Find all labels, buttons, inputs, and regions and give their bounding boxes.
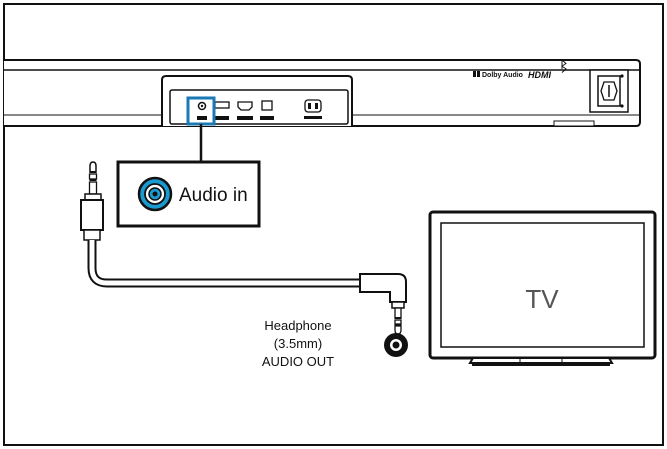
tv-label: TV [525,284,559,314]
tv-screen [440,222,645,348]
headphone-label-line1: Headphone [264,318,331,333]
left-plug [80,161,104,241]
soundbar-foot [553,120,595,127]
headphone-label: Headphone (3.5mm) AUDIO OUT [262,318,334,369]
audio-in-callout: Audio in [116,160,261,228]
audio-in-label: Audio in [179,185,248,206]
aux-cable [80,161,407,335]
bluetooth-icon [561,59,567,73]
optical-port [260,100,274,120]
soundbar: Dolby Audio HDMI [4,59,641,127]
headphone-label-line3: AUDIO OUT [262,354,334,369]
hdmi-port [237,101,253,120]
wall-bracket [589,69,629,113]
aux-port [197,101,207,120]
headphone-label-line2: (3.5mm) [274,336,322,351]
headphone-port [384,333,408,357]
dolby-audio-text: Dolby Audio [482,72,523,79]
right-angle-plug [359,273,407,335]
dolby-logo: Dolby Audio [473,71,523,79]
hdmi-logo-text: HDMI [528,70,551,80]
tv: TV [428,210,657,366]
power-port [304,99,322,119]
audio-in-jack-icon [137,176,173,212]
tv-stand [468,357,614,364]
